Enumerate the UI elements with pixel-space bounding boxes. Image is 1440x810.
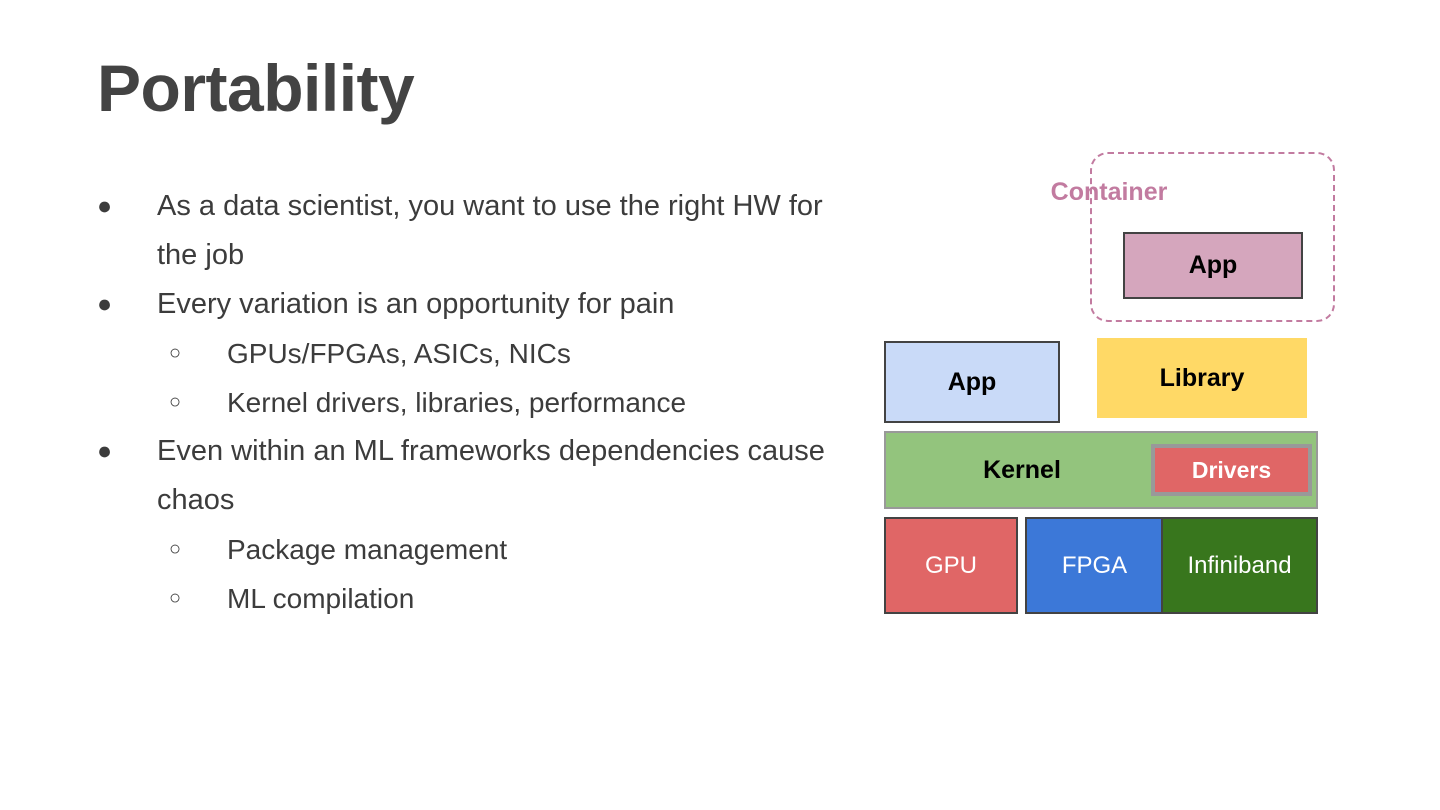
bullet-marker-filled: ● bbox=[97, 192, 113, 220]
list-item: ● Every variation is an opportunity for … bbox=[97, 280, 857, 329]
page-title: Portability bbox=[97, 51, 415, 125]
bullet-marker-hollow: ○ bbox=[169, 391, 182, 413]
list-item-label: ML compilation bbox=[227, 583, 415, 614]
kernel-box: Kernel Drivers bbox=[884, 431, 1318, 509]
list-item-sub: ○ GPUs/FPGAs, ASICs, NICs bbox=[169, 329, 857, 378]
bullet-list: ● As a data scientist, you want to use t… bbox=[97, 182, 857, 623]
library-box: Library bbox=[1097, 338, 1307, 418]
list-item-label: GPUs/FPGAs, ASICs, NICs bbox=[227, 338, 571, 369]
bullet-marker-hollow: ○ bbox=[169, 587, 182, 609]
list-item: ● Even within an ML frameworks dependenc… bbox=[97, 427, 857, 525]
list-item-label: Every variation is an opportunity for pa… bbox=[157, 288, 675, 320]
list-item-label: As a data scientist, you want to use the… bbox=[157, 190, 823, 271]
list-item-sub: ○ Kernel drivers, libraries, performance bbox=[169, 378, 857, 427]
bullet-marker-filled: ● bbox=[97, 290, 113, 318]
list-item-label: Even within an ML frameworks dependencie… bbox=[157, 435, 825, 516]
drivers-box: Drivers bbox=[1151, 444, 1312, 496]
container-app-box: App bbox=[1123, 232, 1303, 299]
fpga-box: FPGA bbox=[1025, 517, 1164, 614]
list-item-sub: ○ ML compilation bbox=[169, 574, 857, 623]
container-boundary bbox=[1090, 152, 1335, 322]
infiniband-box: Infiniband bbox=[1161, 517, 1318, 614]
bullet-marker-filled: ● bbox=[97, 437, 113, 465]
list-item: ● As a data scientist, you want to use t… bbox=[97, 182, 857, 280]
kernel-label: Kernel bbox=[983, 455, 1061, 484]
list-item-label: Package management bbox=[227, 534, 508, 565]
list-item-sub: ○ Package management bbox=[169, 525, 857, 574]
gpu-box: GPU bbox=[884, 517, 1018, 614]
bullet-marker-hollow: ○ bbox=[169, 342, 182, 364]
architecture-diagram: Container App App Library Kernel Drivers… bbox=[884, 152, 1335, 622]
list-item-label: Kernel drivers, libraries, performance bbox=[227, 387, 687, 418]
bullet-marker-hollow: ○ bbox=[169, 538, 182, 560]
app-box: App bbox=[884, 341, 1060, 423]
container-label: Container bbox=[1050, 178, 1168, 206]
